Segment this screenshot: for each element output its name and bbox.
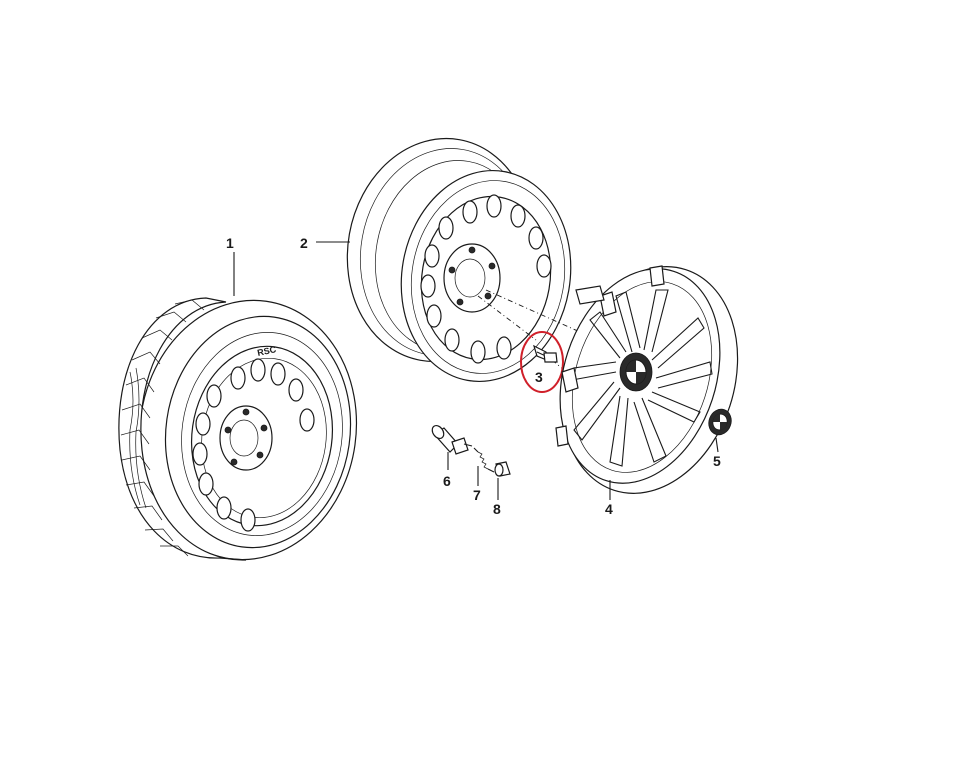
hubcap[interactable] xyxy=(534,244,766,517)
tyre-sidewall-label: RSC xyxy=(256,344,277,358)
callout-7: 7 xyxy=(473,487,481,503)
callout-8: 8 xyxy=(493,501,501,517)
valve-insert[interactable] xyxy=(473,447,495,473)
callout-labels: 1 2 3 4 5 6 7 8 xyxy=(226,235,721,517)
leader-lines xyxy=(233,241,719,500)
callout-2: 2 xyxy=(300,235,308,251)
wheel-bolt[interactable] xyxy=(533,344,558,363)
callout-3: 3 xyxy=(535,369,543,385)
callout-5: 5 xyxy=(713,453,721,469)
callout-4: 4 xyxy=(605,501,613,517)
callout-6: 6 xyxy=(443,473,451,489)
tyre-valve[interactable] xyxy=(430,423,473,455)
highlight-ring-part-3 xyxy=(520,331,564,393)
steel-rim[interactable] xyxy=(330,124,587,395)
emblem[interactable] xyxy=(705,406,735,438)
callout-1: 1 xyxy=(226,235,234,251)
complete-wheel-tyre[interactable]: RSC xyxy=(118,286,373,574)
valve-cap[interactable] xyxy=(494,461,511,477)
